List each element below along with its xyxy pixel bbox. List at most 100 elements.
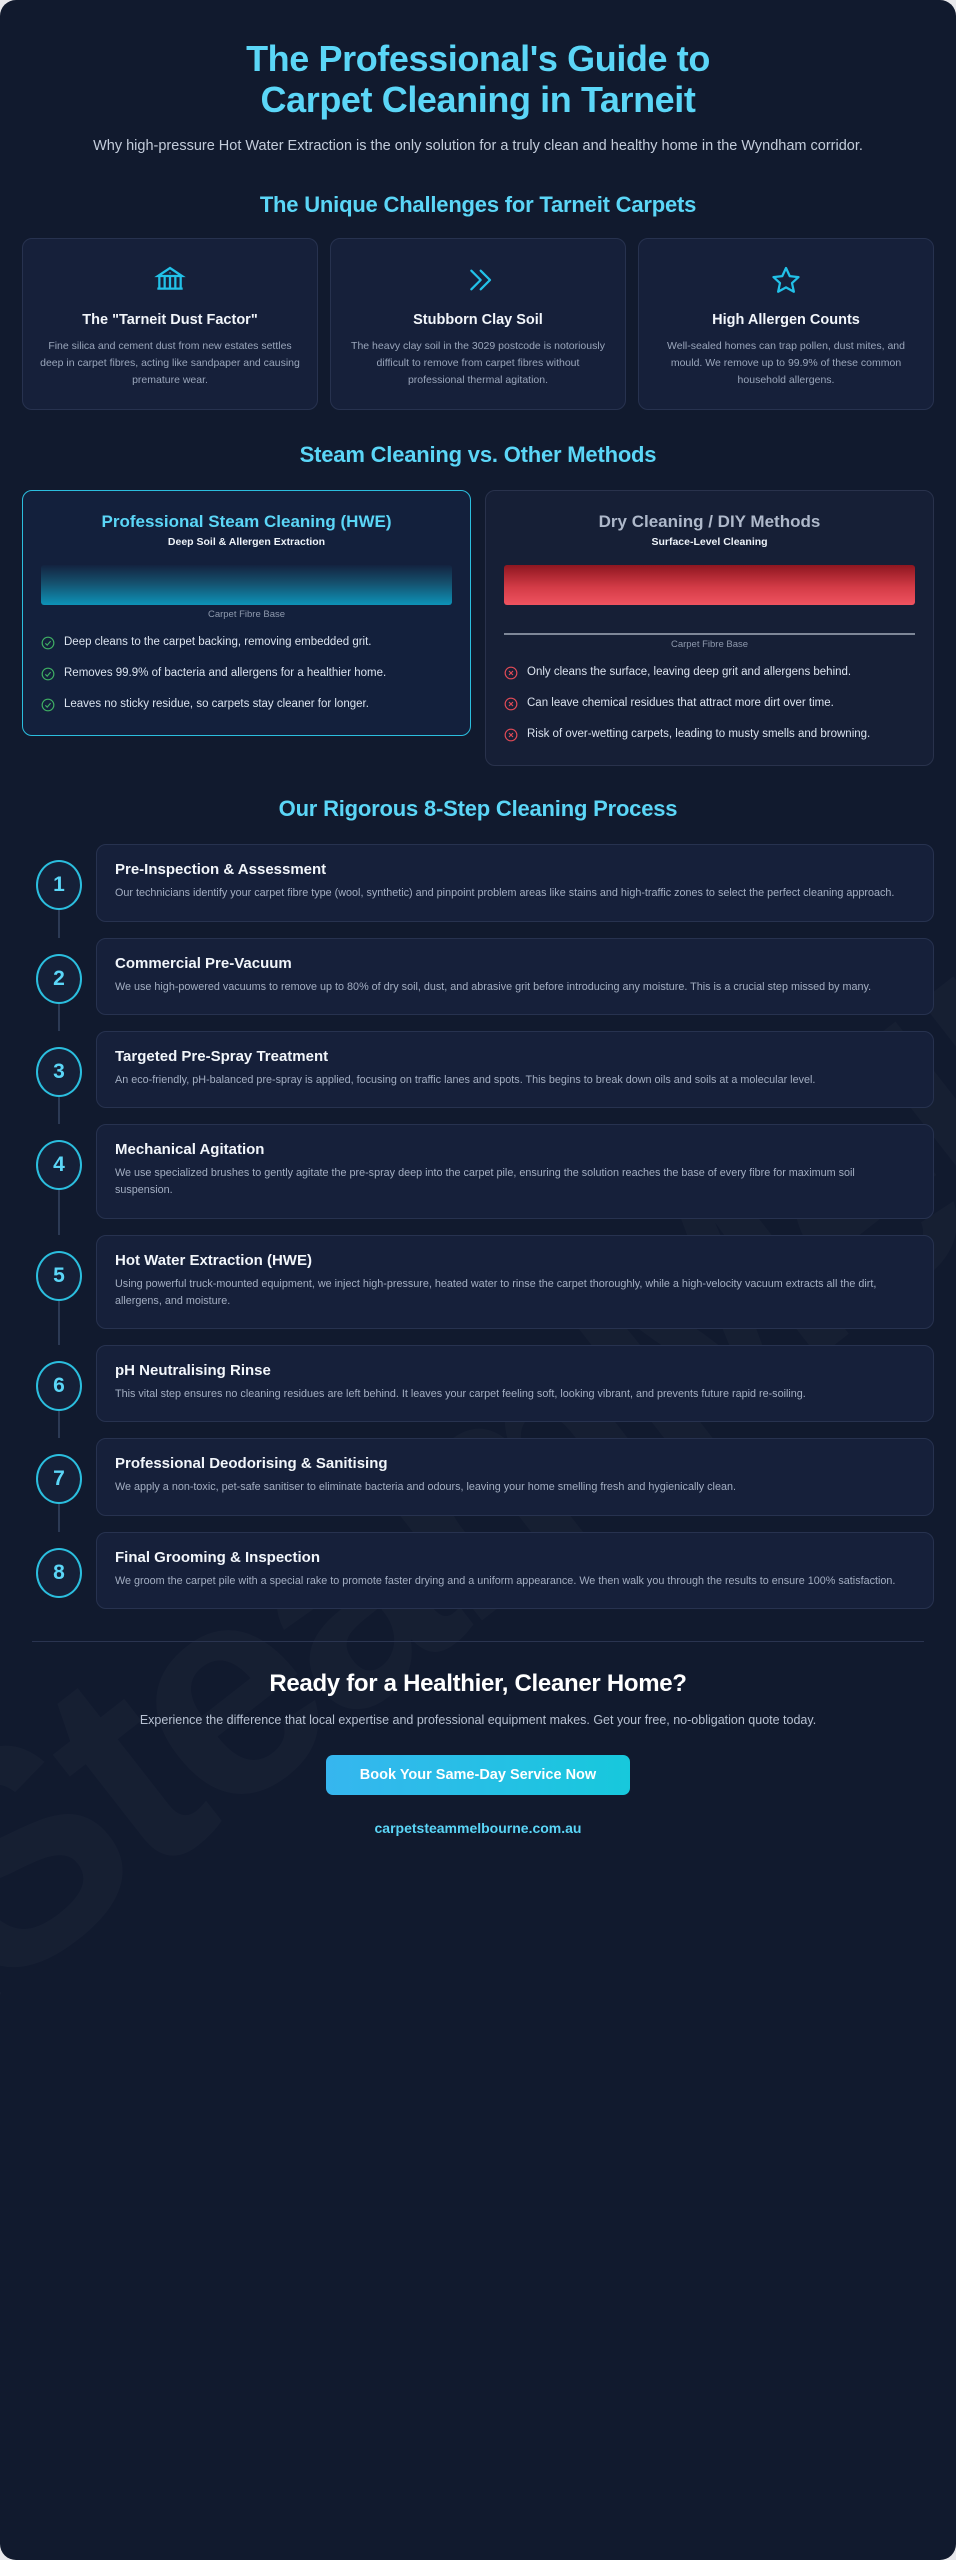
step-desc: Our technicians identify your carpet fib… xyxy=(115,887,895,900)
step-bullet-column: 8 xyxy=(22,1532,96,1609)
star-outline-icon xyxy=(655,261,917,299)
step-bullet-column: 2 xyxy=(22,938,96,1031)
challenge-card: The "Tarneit Dust Factor" Fine silica an… xyxy=(22,237,318,411)
step-card: Professional Deodorising & Sanitising We… xyxy=(96,1438,934,1516)
step-desc: Using powerful truck-mounted equipment, … xyxy=(115,1277,877,1307)
timeline-connector xyxy=(58,1190,60,1235)
timeline-connector xyxy=(58,1504,60,1532)
step-title: Hot Water Extraction (HWE) xyxy=(115,1251,312,1269)
challenge-card-desc: The heavy clay soil in the 3029 postcode… xyxy=(351,340,605,387)
x-circle-icon xyxy=(504,697,518,711)
process-heading: Our Rigorous 8-Step Cleaning Process xyxy=(278,796,678,822)
book-service-button[interactable]: Book Your Same-Day Service Now xyxy=(325,1754,631,1795)
timeline-connector xyxy=(58,1300,60,1346)
process-step: 5 Hot Water Extraction (HWE) Using power… xyxy=(22,1234,934,1346)
step-desc: We use specialized brushes to gently agi… xyxy=(115,1167,855,1197)
check-circle-icon xyxy=(41,667,55,681)
benefit-text: Deep cleans to the carpet backing, remov… xyxy=(64,635,372,648)
step-title: Targeted Pre-Spray Treatment xyxy=(115,1047,329,1065)
step-card: Final Grooming & Inspection We groom the… xyxy=(96,1531,934,1610)
step-bullet-column: 7 xyxy=(22,1438,96,1532)
cta-title: Ready for a Healthier, Cleaner Home? xyxy=(269,1670,687,1698)
timeline-connector xyxy=(58,910,60,938)
x-circle-icon xyxy=(504,728,518,742)
step-card: Pre-Inspection & Assessment Our technici… xyxy=(96,844,934,922)
step-title: Commercial Pre-Vacuum xyxy=(115,954,292,972)
step-number: 7 xyxy=(36,1454,82,1505)
page-title-line1: The Professional's Guide to xyxy=(246,38,710,79)
step-title: Final Grooming & Inspection xyxy=(115,1548,321,1566)
page-title-line2: Carpet Cleaning in Tarneit xyxy=(260,79,696,121)
benefit-item: Removes 99.9% of bacteria and allergens … xyxy=(41,665,452,682)
step-desc: We use high-powered vacuums to remove up… xyxy=(115,980,872,993)
timeline-connector xyxy=(58,1096,60,1125)
step-bullet-column: 4 xyxy=(22,1124,96,1235)
process-step: 2 Commercial Pre-Vacuum We use high-powe… xyxy=(22,937,934,1031)
process-step: 7 Professional Deodorising & Sanitising … xyxy=(22,1438,934,1532)
benefit-text: Leaves no sticky residue, so carpets sta… xyxy=(64,698,369,711)
step-bullet-column: 3 xyxy=(22,1031,96,1125)
hero-subtitle: Why high-pressure Hot Water Extraction i… xyxy=(93,138,863,155)
cta-section: Ready for a Healthier, Cleaner Home? Exp… xyxy=(22,1642,934,1836)
check-circle-icon xyxy=(41,698,55,712)
benefit-text: Removes 99.9% of bacteria and allergens … xyxy=(64,666,387,679)
step-number: 4 xyxy=(36,1140,82,1191)
step-card: Targeted Pre-Spray Treatment An eco-frie… xyxy=(96,1030,934,1109)
step-card: Mechanical Agitation We use specialized … xyxy=(96,1124,934,1219)
step-title: Professional Deodorising & Sanitising xyxy=(115,1455,388,1473)
step-card: pH Neutralising Rinse This vital step en… xyxy=(96,1345,934,1423)
comparison-heading: Steam Cleaning vs. Other Methods xyxy=(299,442,657,468)
x-circle-icon xyxy=(504,666,518,680)
challenge-card-desc: Well-sealed homes can trap pollen, dust … xyxy=(667,340,905,387)
bank-building-icon xyxy=(39,261,301,299)
challenge-card: Stubborn Clay Soil The heavy clay soil i… xyxy=(330,237,626,411)
process-step: 6 pH Neutralising Rinse This vital step … xyxy=(22,1345,934,1439)
comparison-card-subtitle: Deep Soil & Allergen Extraction xyxy=(167,535,326,548)
drawback-text: Risk of over-wetting carpets, leading to… xyxy=(527,728,871,741)
benefit-item: Deep cleans to the carpet backing, remov… xyxy=(41,634,452,651)
step-desc: We apply a non-toxic, pet-safe sanitiser… xyxy=(115,1481,736,1494)
step-bullet-column: 1 xyxy=(22,844,96,938)
drawback-item: Only cleans the surface, leaving deep gr… xyxy=(504,664,915,681)
step-number: 8 xyxy=(36,1547,82,1598)
comparison-card-title: Professional Steam Cleaning (HWE) xyxy=(101,512,392,532)
dry-depth-bar xyxy=(504,564,915,605)
check-circle-icon xyxy=(41,636,55,650)
process-step: 3 Targeted Pre-Spray Treatment An eco-fr… xyxy=(22,1030,934,1125)
drawback-item: Risk of over-wetting carpets, leading to… xyxy=(504,726,915,743)
comparison-card-title: Dry Cleaning / DIY Methods xyxy=(598,512,821,532)
step-number: 2 xyxy=(36,953,82,1004)
dry-bar-label: Carpet Fibre Base xyxy=(670,638,749,650)
timeline-connector xyxy=(58,1003,60,1031)
step-bullet-column: 6 xyxy=(22,1345,96,1439)
step-desc: An eco-friendly, pH-balanced pre-spray i… xyxy=(115,1073,816,1086)
process-step: 8 Final Grooming & Inspection We groom t… xyxy=(22,1531,934,1610)
comparison-card-dry: Dry Cleaning / DIY Methods Surface-Level… xyxy=(485,490,934,767)
steam-depth-bar xyxy=(41,564,452,605)
website-url[interactable]: carpetsteammelbourne.com.au xyxy=(374,1819,582,1836)
step-title: pH Neutralising Rinse xyxy=(115,1362,271,1380)
step-desc: This vital step ensures no cleaning resi… xyxy=(115,1388,806,1401)
double-chevron-right-icon xyxy=(347,261,609,299)
step-desc: We groom the carpet pile with a special … xyxy=(115,1574,896,1587)
drawback-text: Only cleans the surface, leaving deep gr… xyxy=(527,665,852,678)
drawback-item: Can leave chemical residues that attract… xyxy=(504,695,915,712)
process-steps: 1 Pre-Inspection & Assessment Our techni… xyxy=(22,844,934,1610)
challenge-card-desc: Fine silica and cement dust from new est… xyxy=(40,340,300,387)
challenge-card: High Allergen Counts Well-sealed homes c… xyxy=(638,237,934,411)
comparison-card-subtitle: Surface-Level Cleaning xyxy=(651,535,768,548)
fibre-base-rule xyxy=(504,632,915,635)
comparison-card-steam: Professional Steam Cleaning (HWE) Deep S… xyxy=(22,490,471,737)
steam-bar-label: Carpet Fibre Base xyxy=(207,608,286,620)
process-step: 1 Pre-Inspection & Assessment Our techni… xyxy=(22,844,934,938)
step-title: Mechanical Agitation xyxy=(115,1141,265,1159)
footer-divider xyxy=(32,1641,924,1643)
challenge-card-title: The "Tarneit Dust Factor" xyxy=(82,311,258,328)
cta-subtitle: Experience the difference that local exp… xyxy=(139,1713,817,1728)
step-number: 5 xyxy=(36,1250,82,1301)
step-title: Pre-Inspection & Assessment xyxy=(115,861,327,879)
benefit-item: Leaves no sticky residue, so carpets sta… xyxy=(41,696,452,713)
step-card: Commercial Pre-Vacuum We use high-powere… xyxy=(96,937,934,1015)
challenge-card-title: Stubborn Clay Soil xyxy=(413,311,543,328)
